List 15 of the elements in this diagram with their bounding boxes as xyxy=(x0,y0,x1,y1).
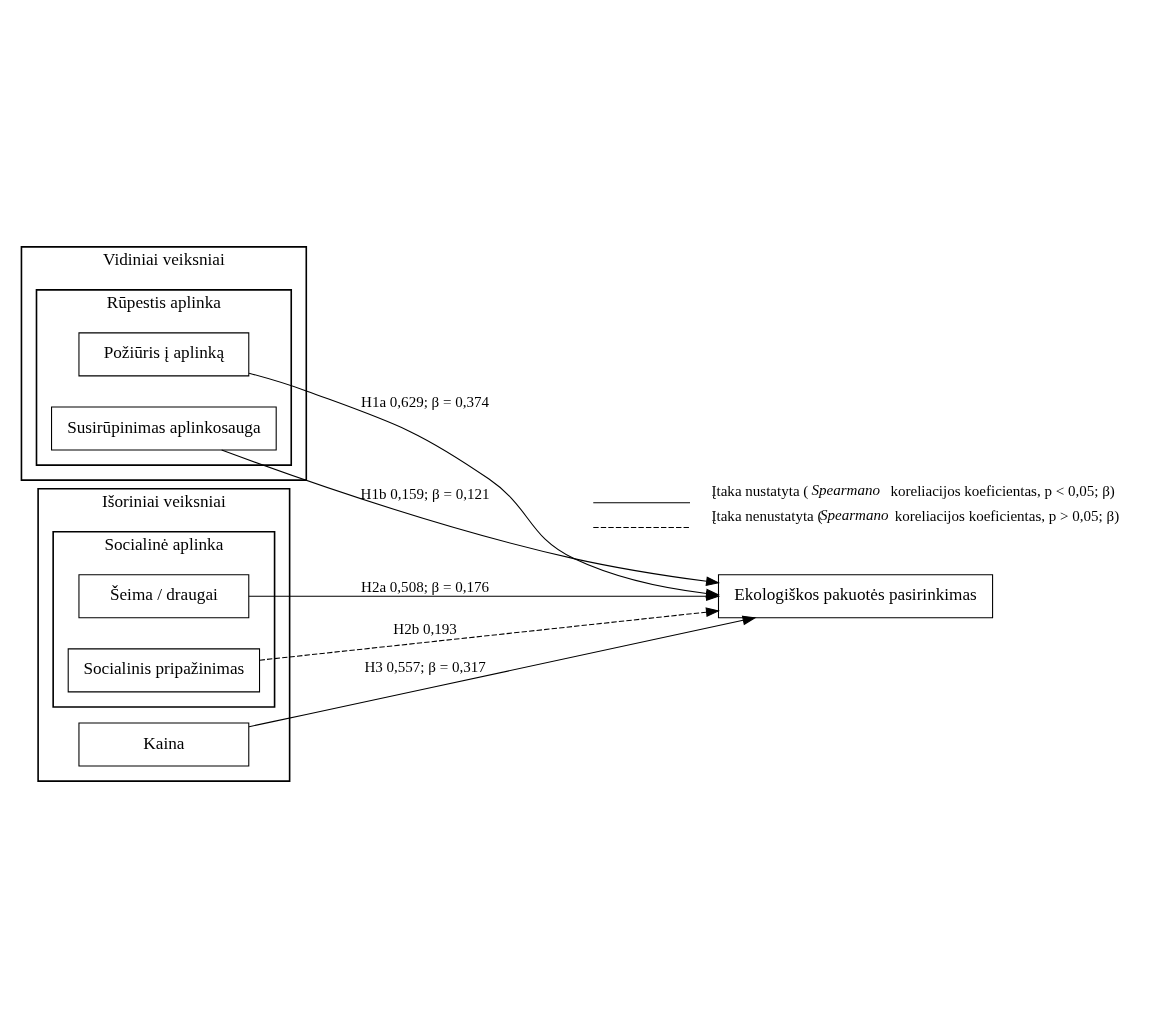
edge-label: H2b 0,193 xyxy=(393,620,457,637)
node-box: Susirūpinimas aplinkosauga xyxy=(51,406,277,451)
edge-label: H2a 0,508; β = 0,176 xyxy=(361,578,490,595)
node-box: Kaina xyxy=(78,722,250,767)
node-box: Šeima / draugai xyxy=(78,573,250,618)
arrow xyxy=(259,606,720,661)
legend-label: Įtaka nustatyta (Spearmano koreliacijos koeficientas, p < 0,05; β) xyxy=(711,481,1115,499)
legend-label: Įtaka nenustatyta (Spearmano koreliacijos koeficientas, p > 0,05; β) xyxy=(711,506,1120,524)
node-box: Ekologiškos pakuotės pasirinkimas xyxy=(717,573,994,618)
node-box: Socialinis pripažinimas xyxy=(67,647,261,692)
edge-label: H1a 0,629; β = 0,374 xyxy=(361,393,490,410)
node-box: Požiūris į aplinką xyxy=(78,331,250,376)
edge-label: H1b 0,159; β = 0,121 xyxy=(360,485,490,502)
arrow xyxy=(248,615,757,727)
edge-label: H3 0,557; β = 0,317 xyxy=(364,658,486,675)
